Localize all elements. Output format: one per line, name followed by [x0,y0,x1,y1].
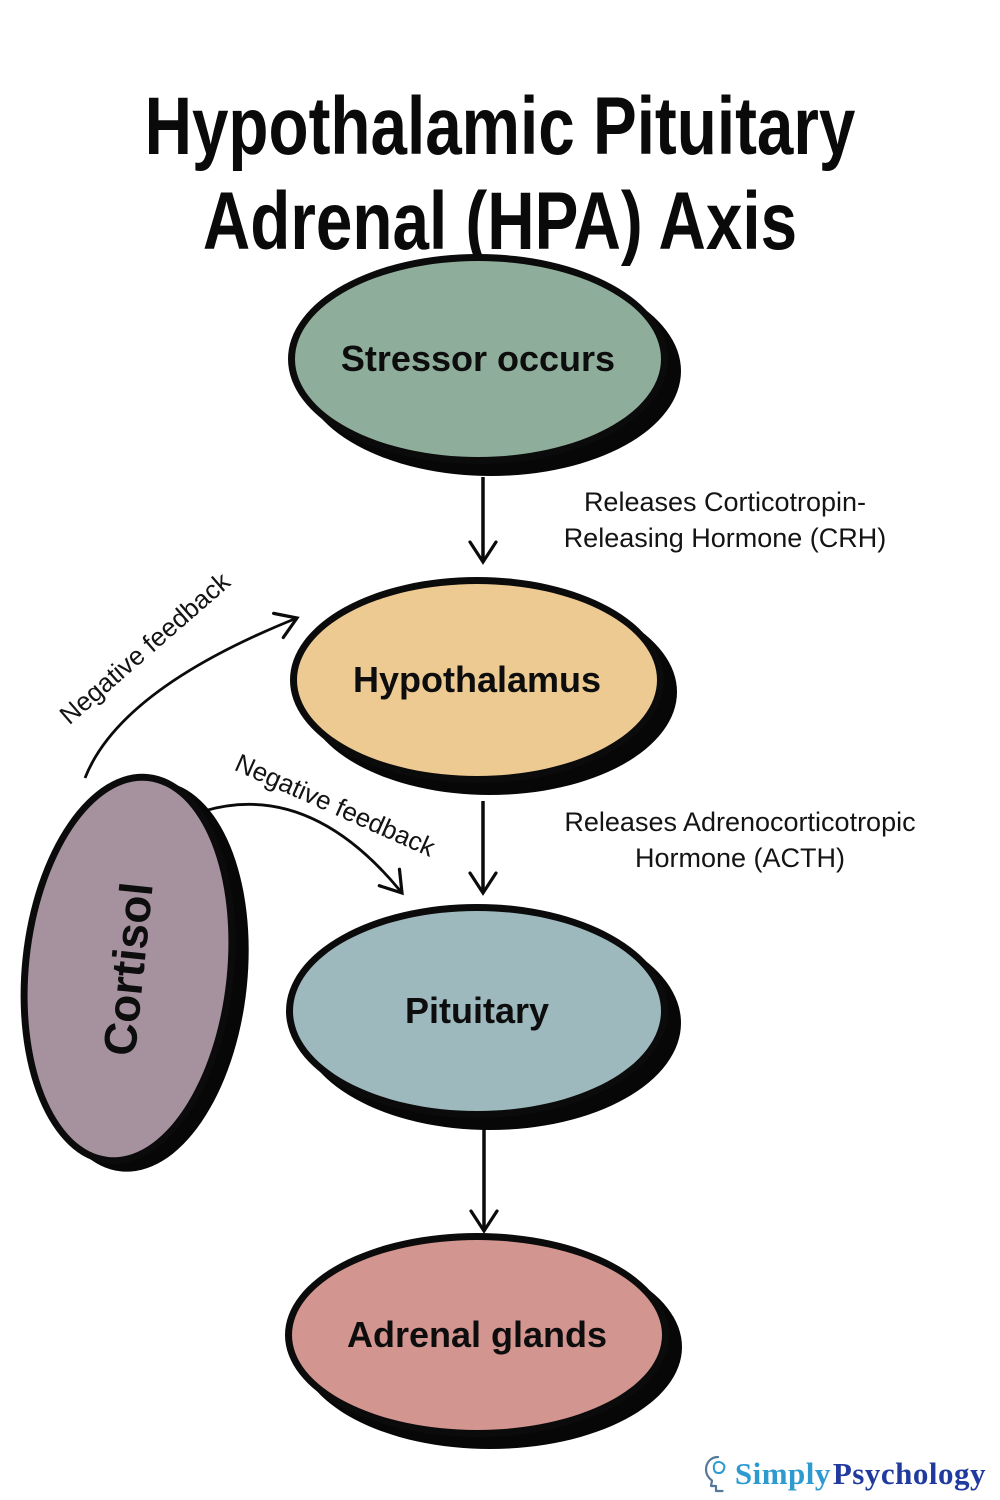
node-pituitary: Pituitary [286,904,668,1118]
brand-logo-word2: Psychology [832,1456,986,1491]
edge-label-negative-feedback-hypothalamus: Negative feedback [53,566,236,731]
node-cortisol-label: Cortisol [93,879,163,1059]
psychology-head-icon [704,1455,726,1493]
brand-logo-word1: Simply [734,1456,831,1491]
arrow-feedback-cortisol-to-hypothalamus [83,611,300,779]
node-stressor: Stressor occurs [288,254,668,464]
node-adrenal-glands-label: Adrenal glands [346,1314,608,1355]
edge-label-acth: Releases Adrenocorticotropic Hormone (AC… [564,807,916,873]
node-cortisol: Cortisol [2,762,254,1176]
diagram-title: Hypothalamic Pituitary Adrenal (HPA) Axi… [100,79,900,269]
node-pituitary-label: Pituitary [404,990,550,1031]
diagram-title-line1: Hypothalamic Pituitary [144,80,856,172]
edge-label-crh: Releases Corticotropin- Releasing Hormon… [563,487,887,553]
node-hypothalamus: Hypothalamus [290,577,664,783]
node-adrenal-glands: Adrenal glands [285,1233,669,1437]
node-stressor-label: Stressor occurs [340,338,616,379]
diagram-title-line2: Adrenal (HPA) Axis [202,175,798,267]
node-hypothalamus-label: Hypothalamus [352,659,602,700]
